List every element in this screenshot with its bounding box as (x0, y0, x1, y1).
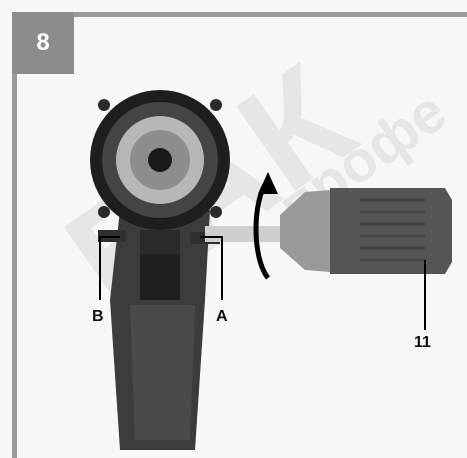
drill-body (98, 210, 220, 450)
leader-a (200, 236, 223, 300)
rotation-arrow-icon (253, 172, 278, 280)
leader-b (99, 236, 120, 300)
callout-leaders (99, 236, 426, 330)
bit-holder (205, 188, 452, 274)
chuck (90, 90, 230, 230)
callout-a: A (216, 308, 228, 325)
figure-number-badge: 8 (12, 12, 74, 74)
figure-frame (12, 12, 467, 458)
callout-b: B (92, 308, 104, 325)
callout-11: 11 (414, 334, 431, 351)
